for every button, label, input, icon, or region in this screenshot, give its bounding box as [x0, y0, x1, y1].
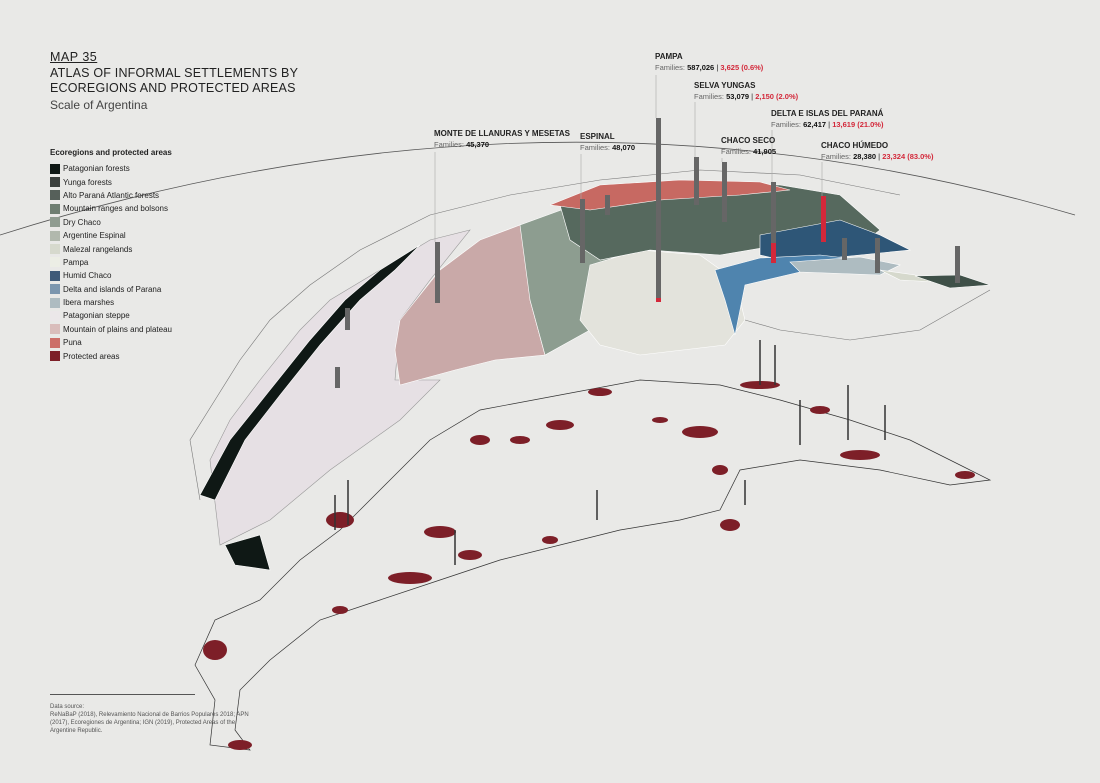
settlement-bars — [335, 118, 960, 388]
region-pampa — [579, 249, 746, 356]
legend-swatch — [50, 270, 60, 281]
source-heading: Data source: — [50, 704, 85, 710]
region-tierra-del-fuego — [224, 534, 271, 571]
legend-item: Yunga forests — [50, 175, 172, 188]
legend-item-label: Yunga forests — [63, 177, 112, 187]
legend-item-label: Mountain of plains and plateau — [63, 324, 172, 334]
bar-espinal — [580, 199, 585, 263]
lower-spikes — [334, 340, 886, 565]
legend-swatch — [50, 203, 60, 214]
legend-item: Patagonian steppe — [50, 309, 172, 322]
legend-swatch — [50, 284, 60, 295]
map-number: MAP 35 — [50, 50, 98, 64]
legend-item-label: Delta and islands of Parana — [63, 284, 162, 294]
legend-item-label: Dry Chaco — [63, 217, 101, 227]
bar-pampa — [656, 118, 661, 302]
legend-item: Dry Chaco — [50, 216, 172, 229]
legend-swatch — [50, 257, 60, 268]
legend-item-label: Protected areas — [63, 351, 120, 361]
page-title: ATLAS OF INFORMAL SETTLEMENTS BY ECOREGI… — [50, 66, 298, 95]
legend-item: Ibera marshes — [50, 296, 172, 309]
coastline-outline — [189, 169, 991, 501]
source-divider — [50, 694, 195, 695]
bar-yungas — [694, 157, 699, 205]
legend-item-label: Patagonian forests — [63, 164, 130, 174]
region-alto-parana — [914, 274, 991, 289]
bar-pampa-protected — [656, 298, 661, 302]
legend-swatch — [50, 190, 60, 201]
page-subtitle: Scale of Argentina — [50, 98, 148, 112]
legend-swatch — [50, 244, 60, 255]
bar-delta — [771, 182, 776, 263]
legend-swatch — [50, 297, 60, 308]
legend-swatch — [50, 217, 60, 228]
legend: Ecoregions and protected areas Patagonia… — [50, 148, 172, 363]
legend-item: Puna — [50, 336, 172, 349]
legend-item-label: Puna — [63, 338, 82, 348]
bar-monte — [435, 242, 440, 303]
legend-swatch — [50, 163, 60, 174]
legend-item-label: Humid Chaco — [63, 271, 112, 281]
legend-swatch — [50, 310, 60, 321]
legend-item: Alto Paraná Atlantic forests — [50, 189, 172, 202]
legend-title: Ecoregions and protected areas — [50, 148, 172, 157]
bar-chaco-humedo — [821, 196, 826, 242]
protected-areas — [203, 381, 975, 750]
upper-map-ecoregions — [199, 179, 991, 571]
legend-item: Argentine Espinal — [50, 229, 172, 242]
legend-item: Protected areas — [50, 349, 172, 362]
legend-item-label: Argentine Espinal — [63, 231, 126, 241]
legend-item: Mountain ranges and bolsons — [50, 202, 172, 215]
horizon-line — [0, 141, 1076, 236]
legend-item: Patagonian forests — [50, 162, 172, 175]
legend-item-label: Patagonian steppe — [63, 311, 130, 321]
legend-item: Mountain of plains and plateau — [50, 323, 172, 336]
legend-item-label: Malezal rangelands — [63, 244, 133, 254]
legend-item: Delta and islands of Parana — [50, 283, 172, 296]
legend-item: Humid Chaco — [50, 269, 172, 282]
legend-swatch — [50, 337, 60, 348]
lower-map-outline — [194, 379, 992, 751]
bar-chaco-seco — [722, 162, 727, 222]
legend-swatch — [50, 351, 60, 362]
region-humid-chaco — [759, 219, 912, 263]
region-patagonian-forests — [199, 244, 421, 501]
legend-item-label: Pampa — [63, 257, 89, 267]
region-delta — [714, 254, 881, 336]
legend-item: Pampa — [50, 256, 172, 269]
legend-swatch — [50, 230, 60, 241]
legend-item: Malezal rangelands — [50, 242, 172, 255]
legend-swatch — [50, 177, 60, 188]
legend-item-label: Ibera marshes — [63, 298, 115, 308]
data-source: Data source: ReNaBaP (2018), Relevamient… — [50, 703, 250, 735]
legend-item-label: Mountain ranges and bolsons — [63, 204, 168, 214]
bar-delta-protected — [771, 243, 776, 263]
legend-item-label: Alto Paraná Atlantic forests — [63, 190, 160, 200]
region-ibera — [789, 256, 901, 276]
leader-lines — [434, 75, 823, 242]
source-text: ReNaBaP (2018), Relevamiento Nacional de… — [50, 712, 249, 734]
legend-swatch — [50, 324, 60, 335]
